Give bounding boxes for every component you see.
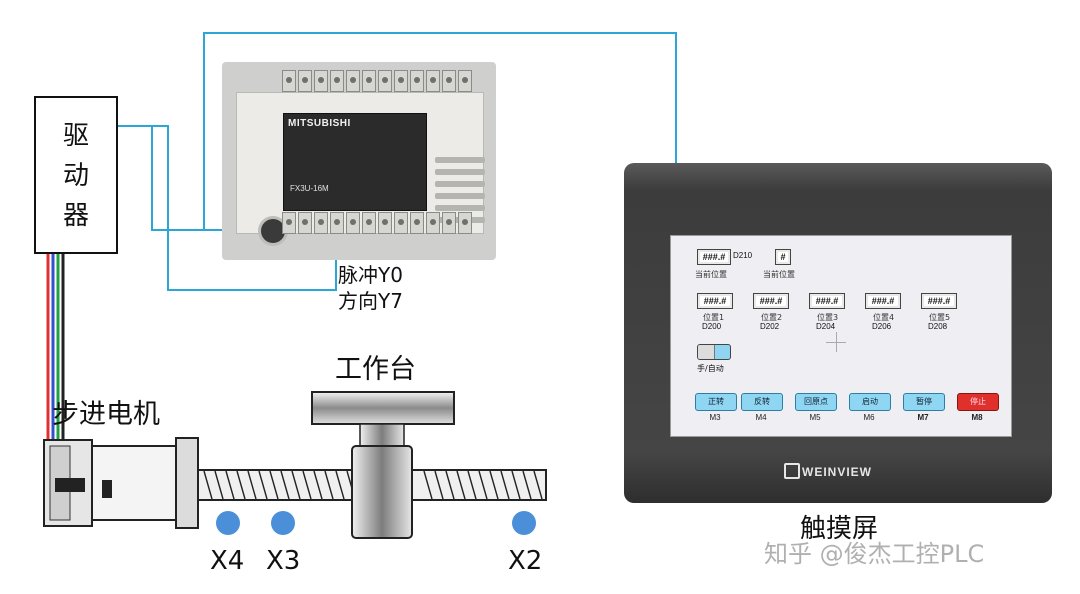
sensor-x2-dot [512, 511, 536, 535]
home-button[interactable]: 回原点 [795, 393, 837, 411]
mode-toggle-caption: 手/自动 [697, 364, 724, 373]
mode-toggle-switch[interactable] [697, 344, 731, 360]
position-4-register: D206 [872, 322, 892, 331]
plc-model: FX3U-16M [290, 184, 329, 193]
screw-thread [236, 470, 246, 500]
screw-thread [214, 470, 224, 500]
position-5-caption: 位置5 [929, 313, 951, 322]
screw-thread [423, 470, 433, 500]
start-button-tag: M6 [863, 413, 875, 422]
position-3-display[interactable]: ###.# [809, 293, 845, 309]
plc-to-hmi-wire [203, 32, 677, 231]
current-position-register: D210 [733, 251, 753, 260]
sensor-x4-label: X4 [210, 546, 245, 576]
screw-thread [500, 470, 510, 500]
screw-thread [434, 470, 444, 500]
hmi-display: ###.# D210 当前位置 # 当前位置 ###.# 位置1 D200 ##… [670, 235, 1012, 437]
pulse-output-label: 脉冲Y0 [338, 263, 403, 287]
touchscreen-label: 触摸屏 [800, 514, 879, 544]
plc-top-terminals [282, 70, 472, 92]
position-1-register: D200 [702, 322, 722, 331]
stepper-motor-label: 步进电机 [52, 399, 160, 430]
current-position-caption: 当前位置 [695, 270, 727, 279]
position-2-caption: 位置2 [761, 313, 783, 322]
forward-button-tag: M3 [709, 413, 721, 422]
forward-button[interactable]: 正转 [695, 393, 737, 411]
screw-thread [258, 470, 268, 500]
driver-label: 驱 动 器 [62, 121, 89, 231]
home-button-tag: M5 [809, 413, 821, 422]
hmi-brand: WEINVIEW [802, 465, 872, 479]
position-3-register: D204 [816, 322, 836, 331]
screw-thread [445, 470, 455, 500]
position-1-caption: 位置1 [703, 313, 725, 322]
stop-button-tag: M8 [971, 413, 983, 422]
pause-button[interactable]: 暂停 [903, 393, 945, 411]
direction-output-label: 方向Y7 [338, 289, 403, 313]
screw-thread [291, 470, 301, 500]
reverse-button-tag: M4 [755, 413, 767, 422]
pause-button-tag: M7 [917, 413, 929, 422]
position-2-register: D202 [760, 322, 780, 331]
screw-thread [456, 470, 466, 500]
position-1-display[interactable]: ###.# [697, 293, 733, 309]
sensor-x4-dot [216, 511, 240, 535]
plc-body: MITSUBISHI FX3U-16M [236, 92, 485, 234]
screw-thread [225, 470, 235, 500]
screw-thread [467, 470, 477, 500]
driver-to-plc-wire-b [140, 125, 337, 291]
crosshair-vertical [836, 332, 837, 352]
reverse-button[interactable]: 反转 [741, 393, 783, 411]
screw-thread [511, 470, 521, 500]
sensor-x3-label: X3 [266, 546, 301, 576]
watermark: 知乎 @俊杰工控PLC [764, 540, 985, 568]
screw-thread [203, 470, 213, 500]
plc-bottom-terminals [282, 212, 472, 234]
driver-to-plc-wire-a [118, 125, 204, 231]
position-4-caption: 位置4 [873, 313, 895, 322]
plc-unit: MITSUBISHI FX3U-16M [222, 62, 496, 260]
sensor-x3-dot [271, 511, 295, 535]
current-position-index-display[interactable]: # [775, 249, 791, 265]
plc-brand: MITSUBISHI [288, 118, 351, 129]
worktable [311, 391, 455, 539]
position-2-display[interactable]: ###.# [753, 293, 789, 309]
position-5-display[interactable]: ###.# [921, 293, 957, 309]
hmi-touchscreen: ###.# D210 当前位置 # 当前位置 ###.# 位置1 D200 ##… [624, 163, 1052, 503]
position-4-display[interactable]: ###.# [865, 293, 901, 309]
motor-cables [46, 254, 65, 440]
current-position-display[interactable]: ###.# [697, 249, 731, 265]
screw-thread [280, 470, 290, 500]
position-5-register: D208 [928, 322, 948, 331]
screw-thread [533, 470, 543, 500]
stop-button[interactable]: 停止 [957, 393, 999, 411]
worktable-label: 工作台 [335, 354, 416, 385]
stepper-motor [43, 437, 199, 529]
screw-thread [522, 470, 532, 500]
driver-box: 驱 动 器 [34, 96, 118, 254]
screw-thread [247, 470, 257, 500]
screw-thread [313, 470, 323, 500]
plc-front-panel: MITSUBISHI FX3U-16M [283, 113, 427, 211]
screw-thread [489, 470, 499, 500]
weinview-logo-icon [784, 463, 800, 479]
screw-thread [269, 470, 279, 500]
position-3-caption: 位置3 [817, 313, 839, 322]
screw-thread [478, 470, 488, 500]
screw-thread [302, 470, 312, 500]
current-position-index-caption: 当前位置 [763, 270, 795, 279]
start-button[interactable]: 启动 [849, 393, 891, 411]
sensor-x2-label: X2 [508, 546, 543, 576]
screw-thread [324, 470, 334, 500]
screw-thread [335, 470, 345, 500]
